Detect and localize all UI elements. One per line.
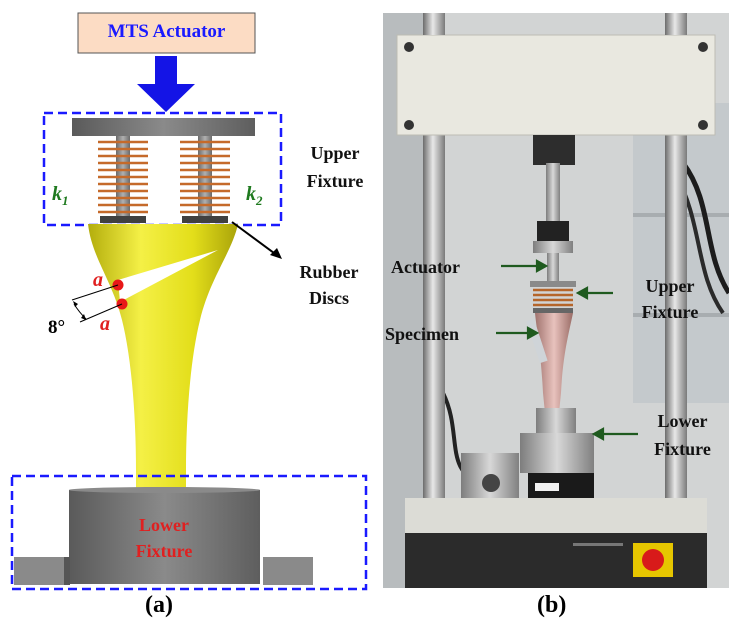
panel-b-arrows [496,259,638,441]
rubber-disc-left [100,216,146,223]
osteotomy-cut [118,250,218,302]
load-arrow [137,56,195,112]
specimen [535,313,573,413]
rubber-line1: Rubber [299,262,359,282]
lower-fixture-box [10,474,368,591]
point-a1-label: a [93,269,103,291]
k2-label: k2 [246,183,263,208]
label-upper-fixture-line1: Upper [645,276,695,296]
lower-fixture-line2: Fixture [135,541,193,561]
rubber-line2: Discs [309,288,349,308]
caption-b: (b) [537,592,567,618]
crosshead [396,34,716,136]
rubber-discs-label: Rubber Discs [284,262,374,308]
rubber-disc-right [182,216,228,223]
left-column [423,113,445,498]
lower-cylinder [69,490,260,584]
label-lower-fixture-line2: Fixture [654,439,711,459]
label-upper-fixture-line2: Fixture [641,302,699,322]
right-column [665,113,687,498]
lower-fixture [520,433,594,473]
upper-fixture-label: Upper Fixture [285,143,385,191]
label-lower-fixture: Lower Fixture [640,411,725,459]
caption-a: (a) [145,592,173,618]
actuator-box [77,12,256,54]
label-upper-fixture: Upper Fixture [615,276,725,322]
lower-fixture-label: Lower Fixture [104,515,224,561]
spring-right [180,140,230,214]
upper-fixture-line1: Upper [310,143,360,163]
point-a2-label: a [100,313,110,335]
test-rig-photo [383,13,729,588]
actuator-rod [546,163,560,223]
label-actuator: Actuator [391,257,460,277]
bone-specimen [88,224,238,492]
lower-fixture-line1: Lower [139,515,189,535]
label-lower-fixture-line1: Lower [657,411,708,431]
label-specimen: Specimen [385,324,459,344]
angle-label: 8° [48,317,66,338]
upper-plate [72,118,255,136]
panel-a: MTS Actuator Upper Fixture k1 k2 Rubber … [10,12,374,618]
k1-label: k1 [52,183,69,208]
spring-left [98,140,148,214]
panel-a-drawing [10,12,368,591]
upper-fixture-line2: Fixture [306,171,364,191]
actuator-label: MTS Actuator [107,21,226,42]
panel-b: Actuator Upper Fixture Specimen Lower Fi… [383,13,729,588]
